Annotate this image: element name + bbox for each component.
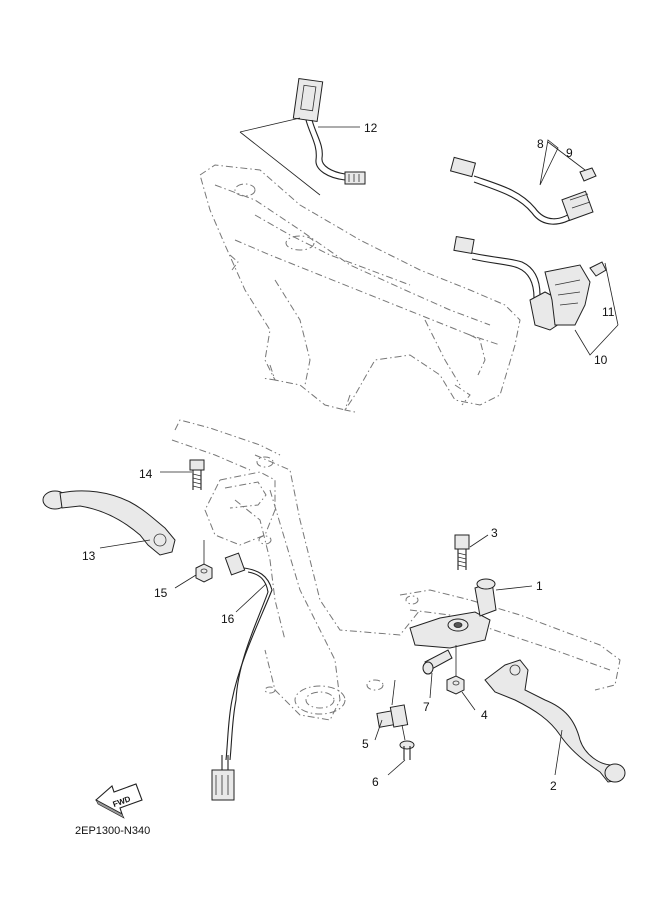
fwd-arrow-icon: FWD [95, 783, 143, 819]
handlebar-cover-outline [199, 164, 521, 413]
callout-11: 11 [602, 305, 615, 319]
part-12-switch-harness [239, 77, 366, 196]
callout-7: 7 [423, 700, 430, 714]
part-16-brake-switch [211, 552, 273, 801]
callout-13: 13 [82, 549, 96, 563]
callout-3: 3 [491, 526, 498, 540]
callout-15: 15 [154, 586, 168, 600]
part-3-bolt [454, 534, 470, 570]
master-cylinder-outline [204, 471, 276, 546]
part-7-screw [422, 649, 453, 675]
part-4-nut [446, 645, 465, 695]
part-14-bolt [189, 459, 205, 490]
part-5-switch [376, 679, 409, 728]
callout-10: 10 [594, 353, 608, 367]
part-8-harness [449, 156, 594, 225]
reference-code: 2EP1300-N340 [75, 825, 150, 837]
part-13-left-lever [42, 490, 176, 556]
part-9-cap [579, 167, 597, 182]
part-1-bracket [409, 578, 497, 649]
callout-9: 9 [566, 146, 573, 160]
callout-14: 14 [139, 467, 153, 481]
handlebar-frame-outline [171, 419, 621, 721]
callout-5: 5 [362, 737, 369, 751]
callout-labels: 1 2 3 4 5 6 7 8 9 10 11 12 13 14 15 16 [82, 121, 615, 793]
part-2-right-lever [484, 659, 626, 783]
callout-6: 6 [372, 775, 379, 789]
callout-4: 4 [481, 708, 488, 722]
callout-8: 8 [537, 137, 544, 151]
part-15-nut [195, 540, 213, 583]
part-6-screw [399, 724, 415, 760]
part-10-switch-housing [453, 235, 591, 331]
callout-leaders [99, 139, 619, 776]
callout-12: 12 [364, 121, 378, 135]
callout-2: 2 [550, 779, 557, 793]
part-11-clip [589, 261, 607, 277]
callout-1: 1 [536, 579, 543, 593]
callout-16: 16 [221, 612, 235, 626]
